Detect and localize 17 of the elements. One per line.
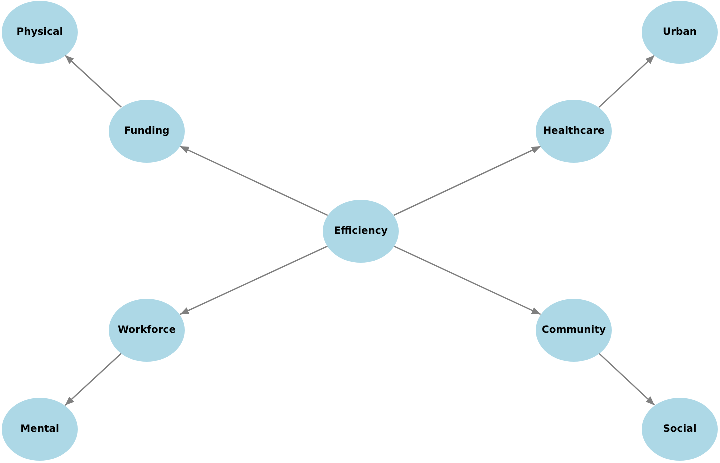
arrow: [598, 55, 656, 108]
arrow: [180, 246, 328, 316]
arrow: [394, 246, 542, 316]
node-label: Mental: [20, 424, 60, 434]
node-label: Physical: [16, 26, 64, 38]
arrow: [64, 54, 122, 108]
node-label: Funding: [124, 126, 170, 136]
arrow: [64, 352, 122, 406]
arrow: [598, 353, 656, 406]
node-label: Healthcare: [543, 126, 605, 136]
arrow: [180, 146, 328, 216]
node-label: Community: [542, 324, 606, 336]
node-label: Social: [663, 424, 697, 434]
node-label: Efficiency: [334, 226, 388, 236]
node-label: Urban: [662, 26, 698, 38]
node-label: Workforce: [118, 324, 176, 336]
arrow: [394, 146, 542, 216]
